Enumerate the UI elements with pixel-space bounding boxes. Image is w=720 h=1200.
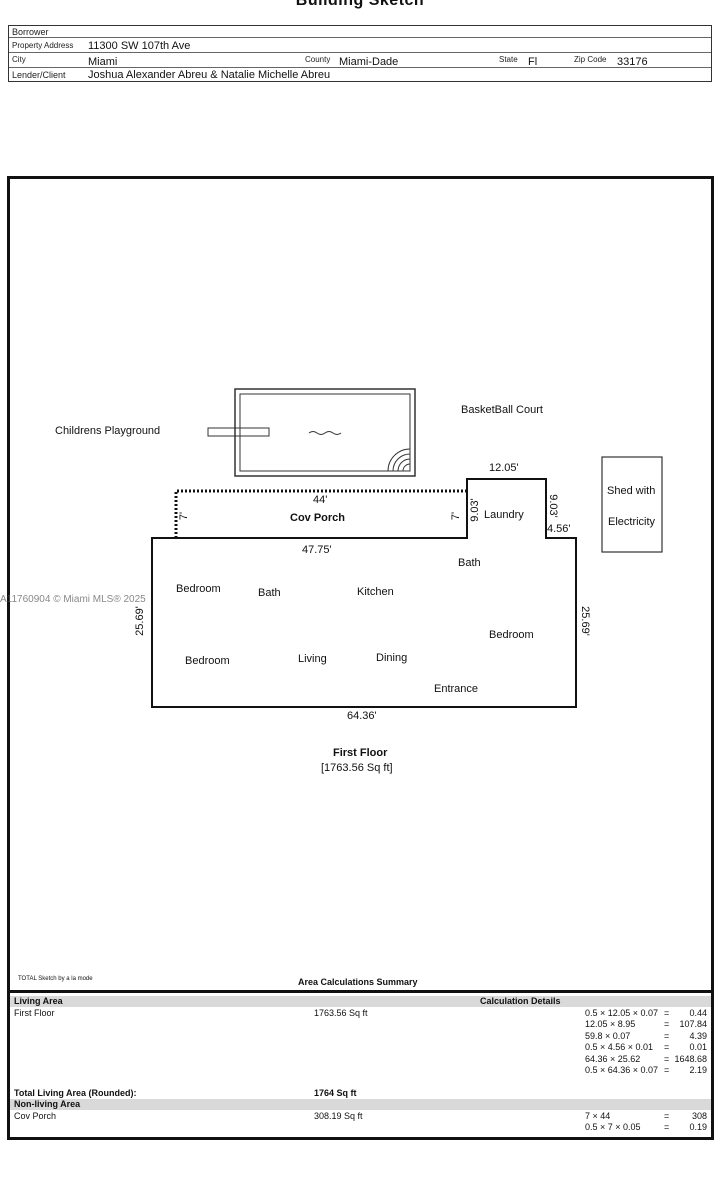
sketch-footnote: TOTAL Sketch by a la mode [18, 976, 93, 982]
main-right-dimension: 25.69' [578, 606, 591, 636]
shed-label-line2: Electricity [608, 516, 656, 528]
porch-left-dimension: 7' [178, 511, 191, 521]
first-floor-calc-equals: = [664, 1053, 670, 1064]
porch-calc-value: 0.19 [689, 1122, 707, 1133]
kitchen-label: Kitchen [357, 586, 394, 598]
area-summary-title: Area Calculations Summary [298, 977, 418, 987]
first-floor-calc-value: 107.84 [679, 1019, 707, 1030]
porch-calc-expression: 7 × 44 [585, 1111, 611, 1121]
dining-label: Dining [376, 652, 408, 664]
city-label: City [12, 55, 26, 64]
mls-watermark: A11760904 © Miami MLS® 2025 [0, 594, 146, 605]
step-dimension: 4.56' [547, 523, 571, 535]
porch-outline [174, 489, 467, 538]
bath-left-label: Bath [258, 587, 281, 599]
first-floor-calc-equals: = [664, 1065, 670, 1075]
total-living-label: Total Living Area (Rounded): [14, 1088, 137, 1098]
porch-calc-expression: 0.5 × 7 × 0.05 [585, 1122, 641, 1133]
address-label: Property Address [12, 41, 74, 50]
first-floor-area: 1763.56 Sq ft [314, 1008, 368, 1018]
state-value: Fl [528, 56, 538, 68]
zip-value: 33176 [617, 56, 648, 68]
first-floor-calc-expression: 12.05 × 8.95 [585, 1019, 636, 1030]
playground-label: Childrens Playground [55, 425, 161, 437]
shed-label-line1: Shed with [607, 485, 656, 497]
laundry-right-dimension: 9.03' [546, 494, 559, 518]
house-outline [151, 478, 577, 708]
address-value: 11300 SW 107th Ave [88, 40, 191, 52]
porch-area-value: 308.19 Sq ft [314, 1111, 363, 1121]
lender-label: Lender/Client [12, 70, 66, 80]
county-label: County [305, 55, 331, 64]
property-info-box: Borrower Property Address 11300 SW 107th… [8, 25, 712, 82]
pool-steps-icon [392, 453, 411, 472]
first-floor-calc-equals: = [664, 1030, 670, 1041]
first-floor-calc-equals: = [664, 1008, 670, 1018]
borrower-label: Borrower [12, 27, 49, 37]
bedroom-right-label: Bedroom [489, 629, 534, 641]
page-title: Building Sketch [295, 0, 425, 9]
borrower-row: Borrower [9, 26, 711, 38]
living-area-header-band [10, 996, 711, 1007]
laundry-left-dimension: 9.03' [468, 498, 481, 522]
first-floor-calc-value: 1648.68 [674, 1053, 707, 1064]
floor-name: First Floor [333, 747, 388, 759]
county-value: Miami-Dade [339, 56, 399, 68]
state-label: State [499, 55, 518, 64]
porch-calc-value: 308 [691, 1111, 707, 1121]
main-top-dimension: 47.75' [302, 544, 332, 556]
first-floor-calc-equals: = [664, 1042, 670, 1053]
lender-value: Joshua Alexander Abreu & Natalie Michell… [88, 69, 331, 81]
address-row: Property Address 11300 SW 107th Ave [9, 38, 711, 53]
total-living-value: 1764 Sq ft [314, 1088, 357, 1098]
porch-label: Cov Porch [290, 512, 346, 524]
entrance-label: Entrance [434, 683, 479, 695]
diving-board [207, 427, 270, 437]
first-floor-calc-expression: 0.5 × 12.05 × 0.07 [585, 1008, 659, 1018]
first-floor-calc-expression: 0.5 × 64.36 × 0.07 [585, 1065, 659, 1075]
first-floor-calc-value: 4.39 [689, 1030, 707, 1041]
porch-right-dimension: 7' [450, 511, 463, 521]
laundry-label: Laundry [484, 509, 524, 521]
first-floor-label: First Floor [14, 1008, 55, 1018]
nonliving-header-band [10, 1099, 711, 1110]
calculation-details-header: Calculation Details [480, 996, 561, 1006]
porch-top-dimension: 44' [313, 494, 328, 506]
pool-outer [234, 388, 416, 477]
bath-right-label: Bath [458, 557, 481, 569]
first-floor-calc-value: 2.19 [689, 1065, 707, 1075]
pool-steps-icon [387, 448, 411, 472]
living-label: Living [298, 653, 327, 665]
main-left-dimension: 25.69' [133, 606, 146, 636]
first-floor-calc-equals: = [664, 1019, 670, 1030]
area-calculations-table: Living Area Calculation Details First Fl… [10, 990, 711, 1140]
porch-calc-equals: = [664, 1111, 670, 1121]
city-value: Miami [88, 56, 118, 68]
pool-inner [239, 393, 411, 472]
nonliving-area-header: Non-living Area [14, 1099, 81, 1109]
laundry-top-dimension: 12.05' [489, 462, 519, 474]
first-floor-calc-expression: 64.36 × 25.62 [585, 1053, 641, 1064]
water-icon [308, 431, 342, 435]
pool-steps-icon [397, 458, 411, 472]
bedroom-top-left-label: Bedroom [176, 583, 221, 595]
pool-steps-icon [402, 463, 411, 472]
shed-outline [601, 456, 663, 553]
sketch-frame [7, 176, 714, 1140]
city-row: City Miami County Miami-Dade State Fl Zi… [9, 53, 711, 68]
porch-calc-equals: = [664, 1122, 670, 1133]
zip-label: Zip Code [574, 55, 607, 64]
lender-row: Lender/Client Joshua Alexander Abreu & N… [9, 68, 711, 82]
bedroom-bottom-left-label: Bedroom [185, 655, 230, 667]
living-area-header: Living Area [14, 996, 63, 1006]
floor-area: [1763.56 Sq ft] [321, 762, 393, 774]
first-floor-calc-expression: 0.5 × 4.56 × 0.01 [585, 1042, 654, 1053]
main-bottom-dimension: 64.36' [347, 710, 377, 722]
first-floor-calc-expression: 59.8 × 0.07 [585, 1030, 631, 1041]
first-floor-calc-value: 0.44 [689, 1008, 707, 1018]
first-floor-calc-value: 0.01 [689, 1042, 707, 1053]
basketball-court-label: BasketBall Court [461, 404, 543, 416]
porch-area-label: Cov Porch [14, 1111, 57, 1121]
